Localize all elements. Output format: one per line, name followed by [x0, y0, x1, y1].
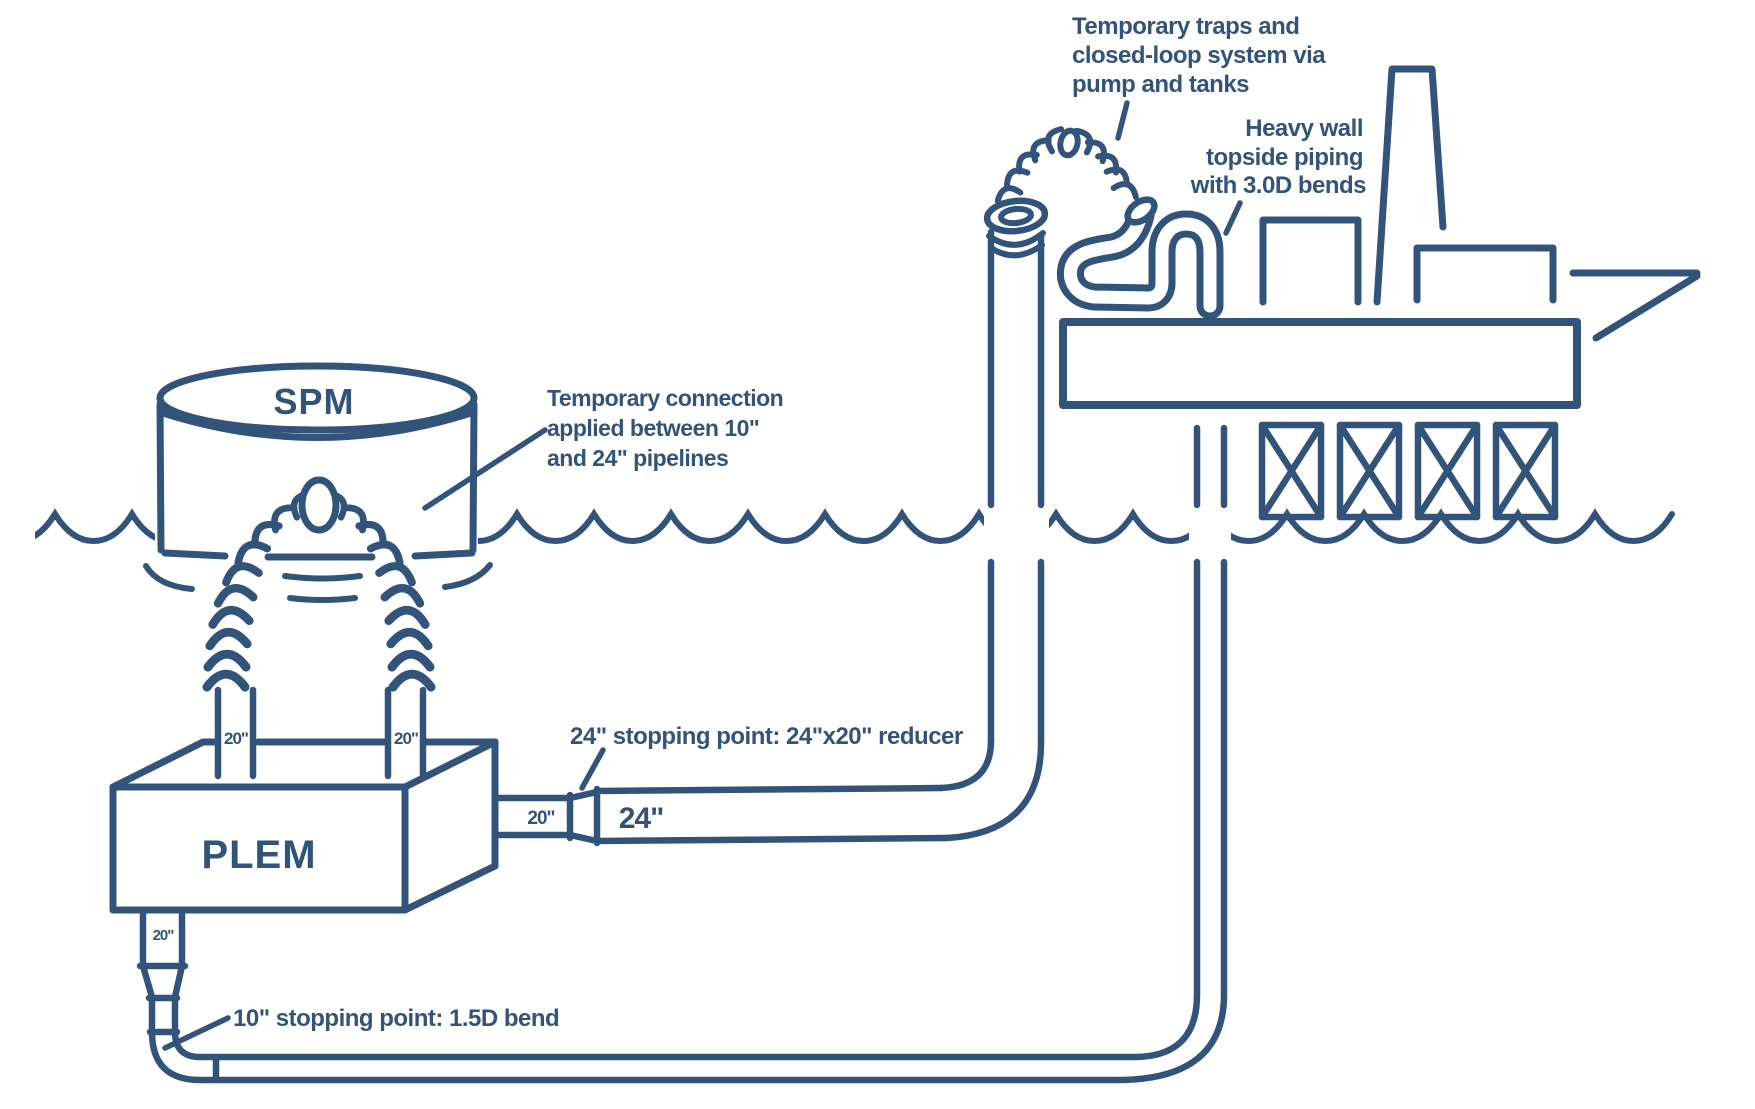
stub-20in-walls — [493, 794, 574, 839]
leader-heavy-wall — [1223, 200, 1243, 236]
temporary-hose-arch — [994, 126, 1139, 204]
spm-buoy — [143, 362, 493, 603]
plem-bottom-right-edge — [401, 862, 499, 914]
riser-right-size-label: 20" — [394, 729, 418, 748]
spm-buoy-top — [156, 362, 478, 434]
topside-s-piping — [1056, 196, 1224, 320]
bend-1p5d-outer — [148, 1028, 204, 1084]
reducer-taper — [566, 788, 601, 845]
reducer-note: 24" stopping point: 24"x20" reducer — [570, 723, 963, 750]
riser-left-size-label: 20" — [224, 729, 248, 748]
s-pipe-open-end — [1124, 196, 1158, 226]
water-ripple-center-1 — [282, 573, 363, 582]
pipe-24in-walls — [593, 784, 950, 845]
temp-connection-note-line1: Temporary connection — [547, 385, 783, 411]
stub-right-size-label: 20" — [527, 808, 554, 829]
main-line-size-label: 24" — [619, 802, 664, 835]
heavy-wall-note-line1: Heavy wall — [1245, 115, 1363, 142]
pipe-10in-vertical — [148, 994, 179, 1036]
platform-building-1 — [1259, 216, 1362, 306]
riser-rim-ring-2 — [988, 242, 1045, 259]
heavy-wall-note-line2: topside piping — [1206, 144, 1363, 171]
spm-hose-arch — [202, 476, 436, 692]
bend-note: 10" stopping point: 1.5D bend — [233, 1005, 559, 1032]
traps-note-line2: closed-loop system via — [1072, 42, 1326, 69]
flare-stack — [1373, 65, 1447, 306]
leader-traps — [1115, 100, 1130, 141]
riser-10in-under-deck — [1193, 424, 1228, 509]
heavy-wall-note-line3: with 3.0D bends — [1190, 172, 1366, 199]
temp-connection-note-line2: applied between 10" — [547, 415, 759, 441]
water-ripple-right — [442, 562, 493, 590]
platform-deck — [1059, 318, 1581, 409]
taper-20-10 — [139, 962, 186, 1001]
spm-buoy-bottom — [161, 549, 476, 561]
crane-boom — [1569, 269, 1701, 342]
temp-connection-note-line3: and 24" pipelines — [547, 445, 728, 471]
water-ripple-left — [143, 563, 195, 592]
hose-arch-ring — [1057, 127, 1081, 159]
plem-box — [109, 738, 499, 914]
riser-open-top — [983, 197, 1049, 235]
jacket-leg-braces — [1258, 421, 1559, 521]
traps-note-line3: pump and tanks — [1072, 71, 1249, 98]
traps-note-line1: Temporary traps and — [1072, 13, 1299, 40]
leader-reducer — [579, 747, 606, 791]
plem-top-right-edge — [401, 738, 499, 791]
seabed-run-bottom-wall — [196, 558, 1228, 1084]
spm-label: SPM — [273, 381, 354, 422]
riser-24in — [937, 197, 1049, 842]
seabed-run-top-wall — [196, 558, 1201, 1061]
water-ripple-center-2 — [287, 595, 358, 603]
reducer-assembly — [493, 784, 950, 847]
plem-label: PLEM — [201, 833, 316, 877]
plem-riser-pipes — [214, 686, 427, 780]
bend-1p5d-inner — [171, 1028, 204, 1061]
annotations: Temporary traps and closed-loop system v… — [233, 13, 1367, 1032]
spm-buoy-rim — [159, 409, 475, 441]
platform-building-2 — [1413, 244, 1557, 304]
platform — [1059, 65, 1701, 521]
stub-20in-bottom — [139, 908, 186, 969]
pipeline-10in — [136, 558, 1228, 1084]
riser-open-top-inner — [998, 205, 1034, 227]
riser-rim-ring-1 — [986, 230, 1046, 248]
leader-temp-connection — [422, 427, 548, 511]
leader-lines — [162, 100, 1243, 1051]
hose-end-ring — [298, 476, 340, 534]
stub-bottom-size-label: 20" — [153, 927, 175, 944]
leader-bend — [162, 1015, 231, 1051]
riser-24in-outer-bend — [942, 739, 1045, 842]
spm-buoy-left-wall — [156, 400, 165, 554]
riser-24in-inner-bend — [937, 737, 995, 792]
plem-top-left-edge — [109, 738, 207, 791]
